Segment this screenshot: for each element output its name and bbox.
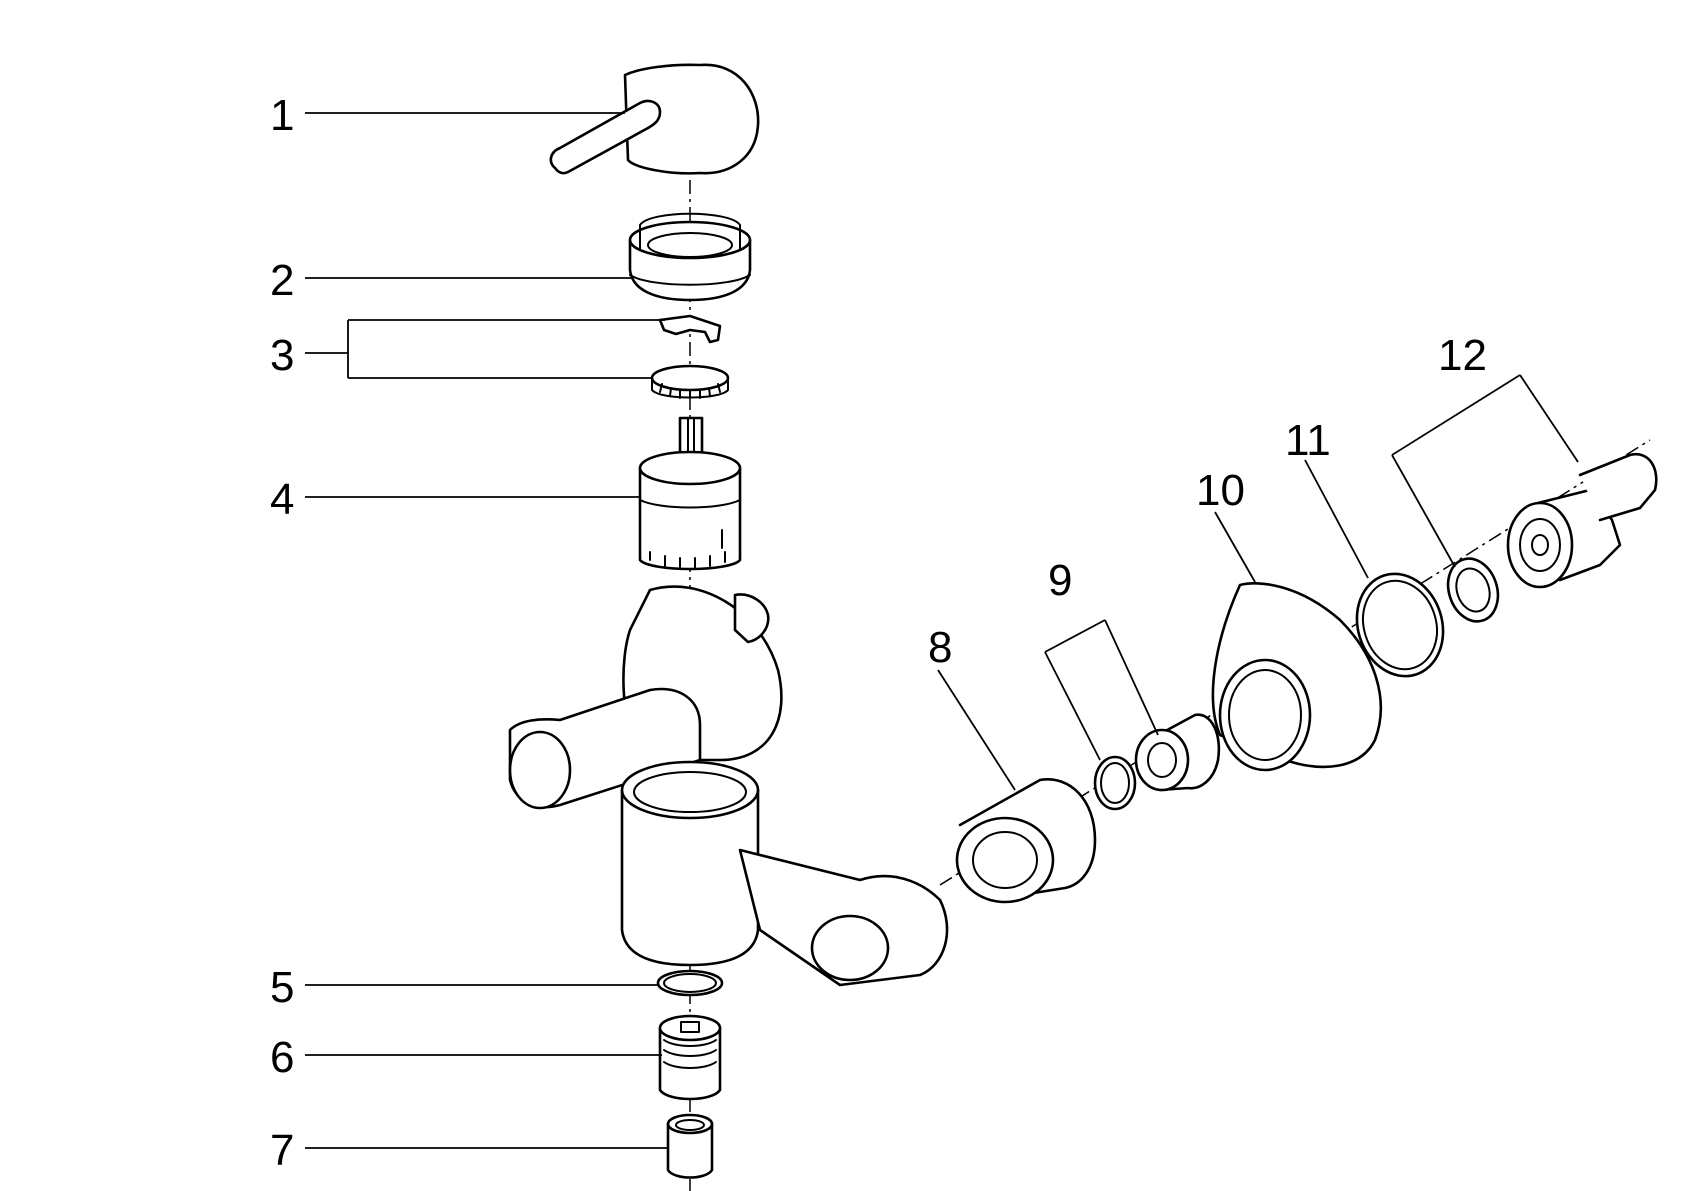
callout-6: 6 (270, 1033, 294, 1082)
callout-11: 11 (1285, 416, 1331, 465)
callout-7: 7 (270, 1126, 294, 1175)
leader-11 (1304, 459, 1369, 579)
callout-labels: 1 2 3 4 5 6 7 8 9 10 11 12 (270, 91, 1487, 1175)
part-12-washer-and-adapter (1446, 452, 1658, 623)
leader-12 (1391, 374, 1579, 568)
callout-3: 3 (270, 331, 294, 380)
callout-12: 12 (1438, 331, 1487, 380)
part-1-handle (549, 63, 760, 175)
part-10-cover-rosette (1211, 582, 1383, 772)
leader-8 (937, 669, 1016, 791)
mixer-body (508, 585, 949, 987)
callout-2: 2 (270, 256, 294, 305)
part-9-ring-and-fitting (1093, 713, 1221, 811)
part-4-cartridge (638, 416, 742, 571)
part-8-coupling-nut (955, 778, 1097, 904)
part-5-o-ring (656, 969, 724, 997)
callout-10: 10 (1196, 466, 1245, 515)
leader-9 (1044, 619, 1159, 761)
callout-9: 9 (1048, 556, 1072, 605)
part-11-large-ring (1355, 572, 1445, 678)
part-2-cap-nut (628, 212, 752, 302)
callout-1: 1 (270, 91, 294, 140)
leader-10 (1214, 511, 1256, 583)
leader-3 (305, 319, 665, 379)
callout-5: 5 (270, 963, 294, 1012)
leader-lines (305, 112, 1579, 1149)
part-7-insert (666, 1113, 714, 1179)
callout-8: 8 (928, 623, 952, 672)
part-6-plug (658, 1014, 722, 1101)
part-3-clip-and-ring (650, 314, 730, 399)
callout-4: 4 (270, 475, 294, 524)
